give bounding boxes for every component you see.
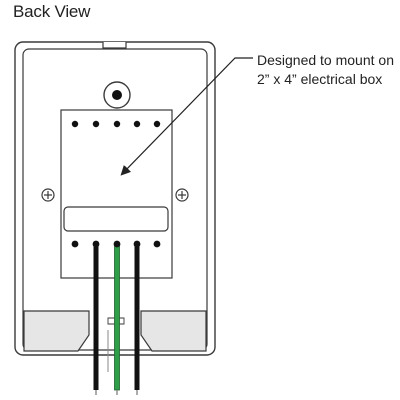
bottom-tab-right [140,310,207,352]
bottom-tab-left [23,310,90,352]
terminal-screw [153,240,161,248]
top-notch [102,42,127,49]
mounting-screw-icon [175,188,189,202]
wire [114,244,120,391]
wire [134,245,140,390]
arrow-icon [120,57,253,176]
callout-line-1: Designed to mount on [257,52,394,68]
top-terminal-row [71,120,161,128]
bottom-terminal-row [71,240,161,248]
callout-line-2: 2” x 4” electrical box [257,71,383,87]
terminal-screw [71,240,79,248]
mounting-screw-icon [41,188,55,202]
center-hole-icon [103,81,131,109]
wire [93,245,99,390]
mount-callout: Designed to mount on 2” x 4” electrical … [257,51,394,89]
view-title: Back View [13,2,91,21]
terminal-screw [113,240,121,248]
label-slot [63,206,169,232]
terminal-screw [92,240,100,248]
terminal-screw [133,240,141,248]
